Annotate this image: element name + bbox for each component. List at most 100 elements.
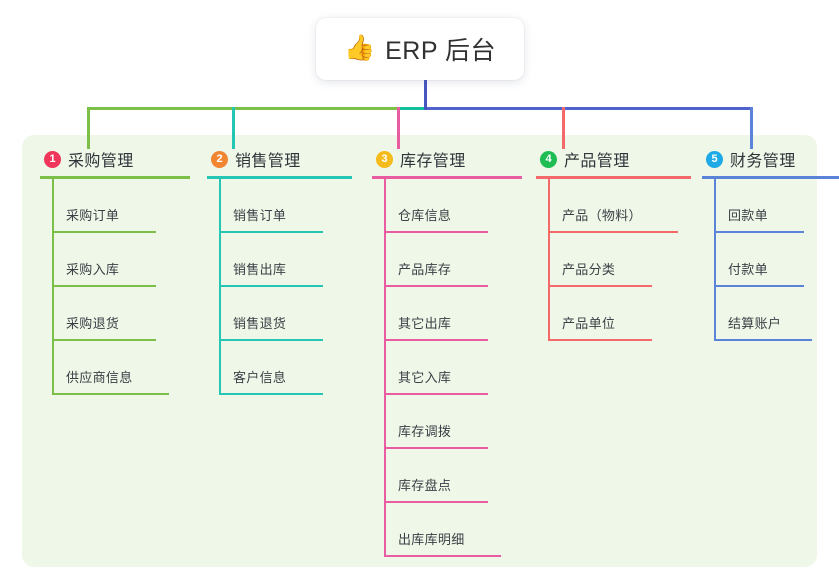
branch-item-label: 产品分类	[562, 262, 616, 277]
branch-item-label: 产品单位	[562, 316, 616, 331]
branch-rule-2	[207, 176, 352, 179]
branch-item-label: 库存调拨	[398, 424, 452, 439]
branch-column-3: 3 库存管理仓库信息产品库存其它出库其它入库库存调拨库存盘点出库库明细	[372, 147, 522, 557]
branch-item[interactable]: 回款单	[702, 179, 839, 233]
branch-item-label: 产品（物料）	[562, 208, 642, 223]
branch-item-label: 客户信息	[233, 370, 287, 385]
branch-item[interactable]: 销售订单	[207, 179, 352, 233]
branch-item-rule	[714, 231, 804, 233]
branch-rule-3	[372, 176, 522, 179]
branch-badge-5: 5	[706, 150, 723, 168]
branch-column-5: 5 财务管理回款单付款单结算账户	[702, 147, 839, 341]
branch-title-3: 库存管理	[400, 153, 466, 170]
branch-item-label: 产品库存	[398, 262, 452, 277]
root-node-card[interactable]: 👍 ERP 后台	[316, 18, 524, 80]
branch-item[interactable]: 客户信息	[207, 341, 352, 395]
branch-item-rule	[714, 285, 804, 287]
branch-item-rule	[548, 339, 652, 341]
branch-drop-connector-2	[232, 107, 235, 149]
thumbs-up-icon: 👍	[343, 33, 376, 62]
branch-item[interactable]: 仓库信息	[372, 179, 522, 233]
branch-item[interactable]: 销售退货	[207, 287, 352, 341]
branch-header-4[interactable]: 4 产品管理	[536, 147, 691, 171]
branch-item-rule	[384, 231, 488, 233]
branch-items-2: 销售订单销售出库销售退货客户信息	[207, 179, 352, 395]
branch-item-rule	[384, 285, 488, 287]
content-panel	[22, 135, 817, 567]
branch-item-label: 库存盘点	[398, 478, 452, 493]
branch-title-2: 销售管理	[235, 153, 301, 170]
branch-stem-1	[52, 179, 54, 395]
branch-header-3[interactable]: 3 库存管理	[372, 147, 522, 171]
branch-stem-5	[714, 179, 716, 341]
branch-item-rule	[384, 339, 488, 341]
branch-item-rule	[219, 393, 323, 395]
branch-item-label: 供应商信息	[66, 370, 133, 385]
branch-item[interactable]: 出库库明细	[372, 503, 522, 557]
branch-item[interactable]: 结算账户	[702, 287, 839, 341]
branch-badge-4: 4	[540, 150, 557, 168]
branch-item-rule	[384, 393, 488, 395]
branch-items-1: 采购订单采购入库采购退货供应商信息	[40, 179, 190, 395]
branch-drop-connector-4	[562, 107, 565, 149]
branch-item[interactable]: 采购退货	[40, 287, 190, 341]
branch-item[interactable]: 产品库存	[372, 233, 522, 287]
branch-stem-2	[219, 179, 221, 395]
branch-items-4: 产品（物料） 产品分类产品单位	[536, 179, 691, 341]
branch-item-rule	[219, 339, 323, 341]
bus-right-connector	[425, 107, 753, 110]
branch-rule-1	[40, 176, 190, 179]
branch-item[interactable]: 库存盘点	[372, 449, 522, 503]
branch-items-5: 回款单付款单结算账户	[702, 179, 839, 341]
branch-item-label: 销售退货	[233, 316, 287, 331]
branch-item[interactable]: 其它入库	[372, 341, 522, 395]
branch-item[interactable]: 库存调拨	[372, 395, 522, 449]
branch-item-label: 回款单	[728, 208, 768, 223]
branch-item-rule	[219, 231, 323, 233]
branch-item-label: 结算账户	[728, 316, 782, 331]
branch-item-rule	[52, 285, 156, 287]
branch-item-label: 出库库明细	[398, 532, 465, 547]
branch-item-rule	[384, 555, 501, 557]
branch-item[interactable]: 销售出库	[207, 233, 352, 287]
branch-drop-connector-5	[750, 107, 753, 149]
branch-item[interactable]: 其它出库	[372, 287, 522, 341]
branch-header-5[interactable]: 5 财务管理	[702, 147, 839, 171]
branch-item-label: 其它入库	[398, 370, 452, 385]
branch-item[interactable]: 采购入库	[40, 233, 190, 287]
branch-badge-3: 3	[376, 150, 393, 168]
branch-item-label: 销售出库	[233, 262, 287, 277]
branch-item-rule	[219, 285, 323, 287]
branch-item-rule	[548, 285, 652, 287]
bus-left-green-connector	[87, 107, 400, 110]
branch-item[interactable]: 采购订单	[40, 179, 190, 233]
branch-item[interactable]: 产品分类	[536, 233, 691, 287]
branch-item[interactable]: 供应商信息	[40, 341, 190, 395]
branch-drop-connector-3	[397, 107, 400, 149]
branch-item-rule	[384, 501, 488, 503]
branch-item-label: 采购订单	[66, 208, 120, 223]
branch-items-3: 仓库信息产品库存其它出库其它入库库存调拨库存盘点出库库明细	[372, 179, 522, 557]
trunk-connector	[424, 74, 427, 110]
branch-title-1: 采购管理	[68, 153, 134, 170]
branch-item-rule	[714, 339, 812, 341]
branch-title-5: 财务管理	[730, 153, 796, 170]
branch-title-4: 产品管理	[564, 153, 630, 170]
branch-item-label: 仓库信息	[398, 208, 452, 223]
branch-rule-4	[536, 176, 691, 179]
branch-drop-connector-1	[87, 107, 90, 149]
branch-item[interactable]: 产品单位	[536, 287, 691, 341]
branch-item-rule	[384, 447, 488, 449]
branch-stem-3	[384, 179, 386, 557]
branch-item-rule	[548, 231, 678, 233]
branch-item[interactable]: 付款单	[702, 233, 839, 287]
branch-item-rule	[52, 393, 169, 395]
branch-item[interactable]: 产品（物料）	[536, 179, 691, 233]
branch-item-label: 采购退货	[66, 316, 120, 331]
branch-column-4: 4 产品管理产品（物料） 产品分类产品单位	[536, 147, 691, 341]
branch-stem-4	[548, 179, 550, 341]
